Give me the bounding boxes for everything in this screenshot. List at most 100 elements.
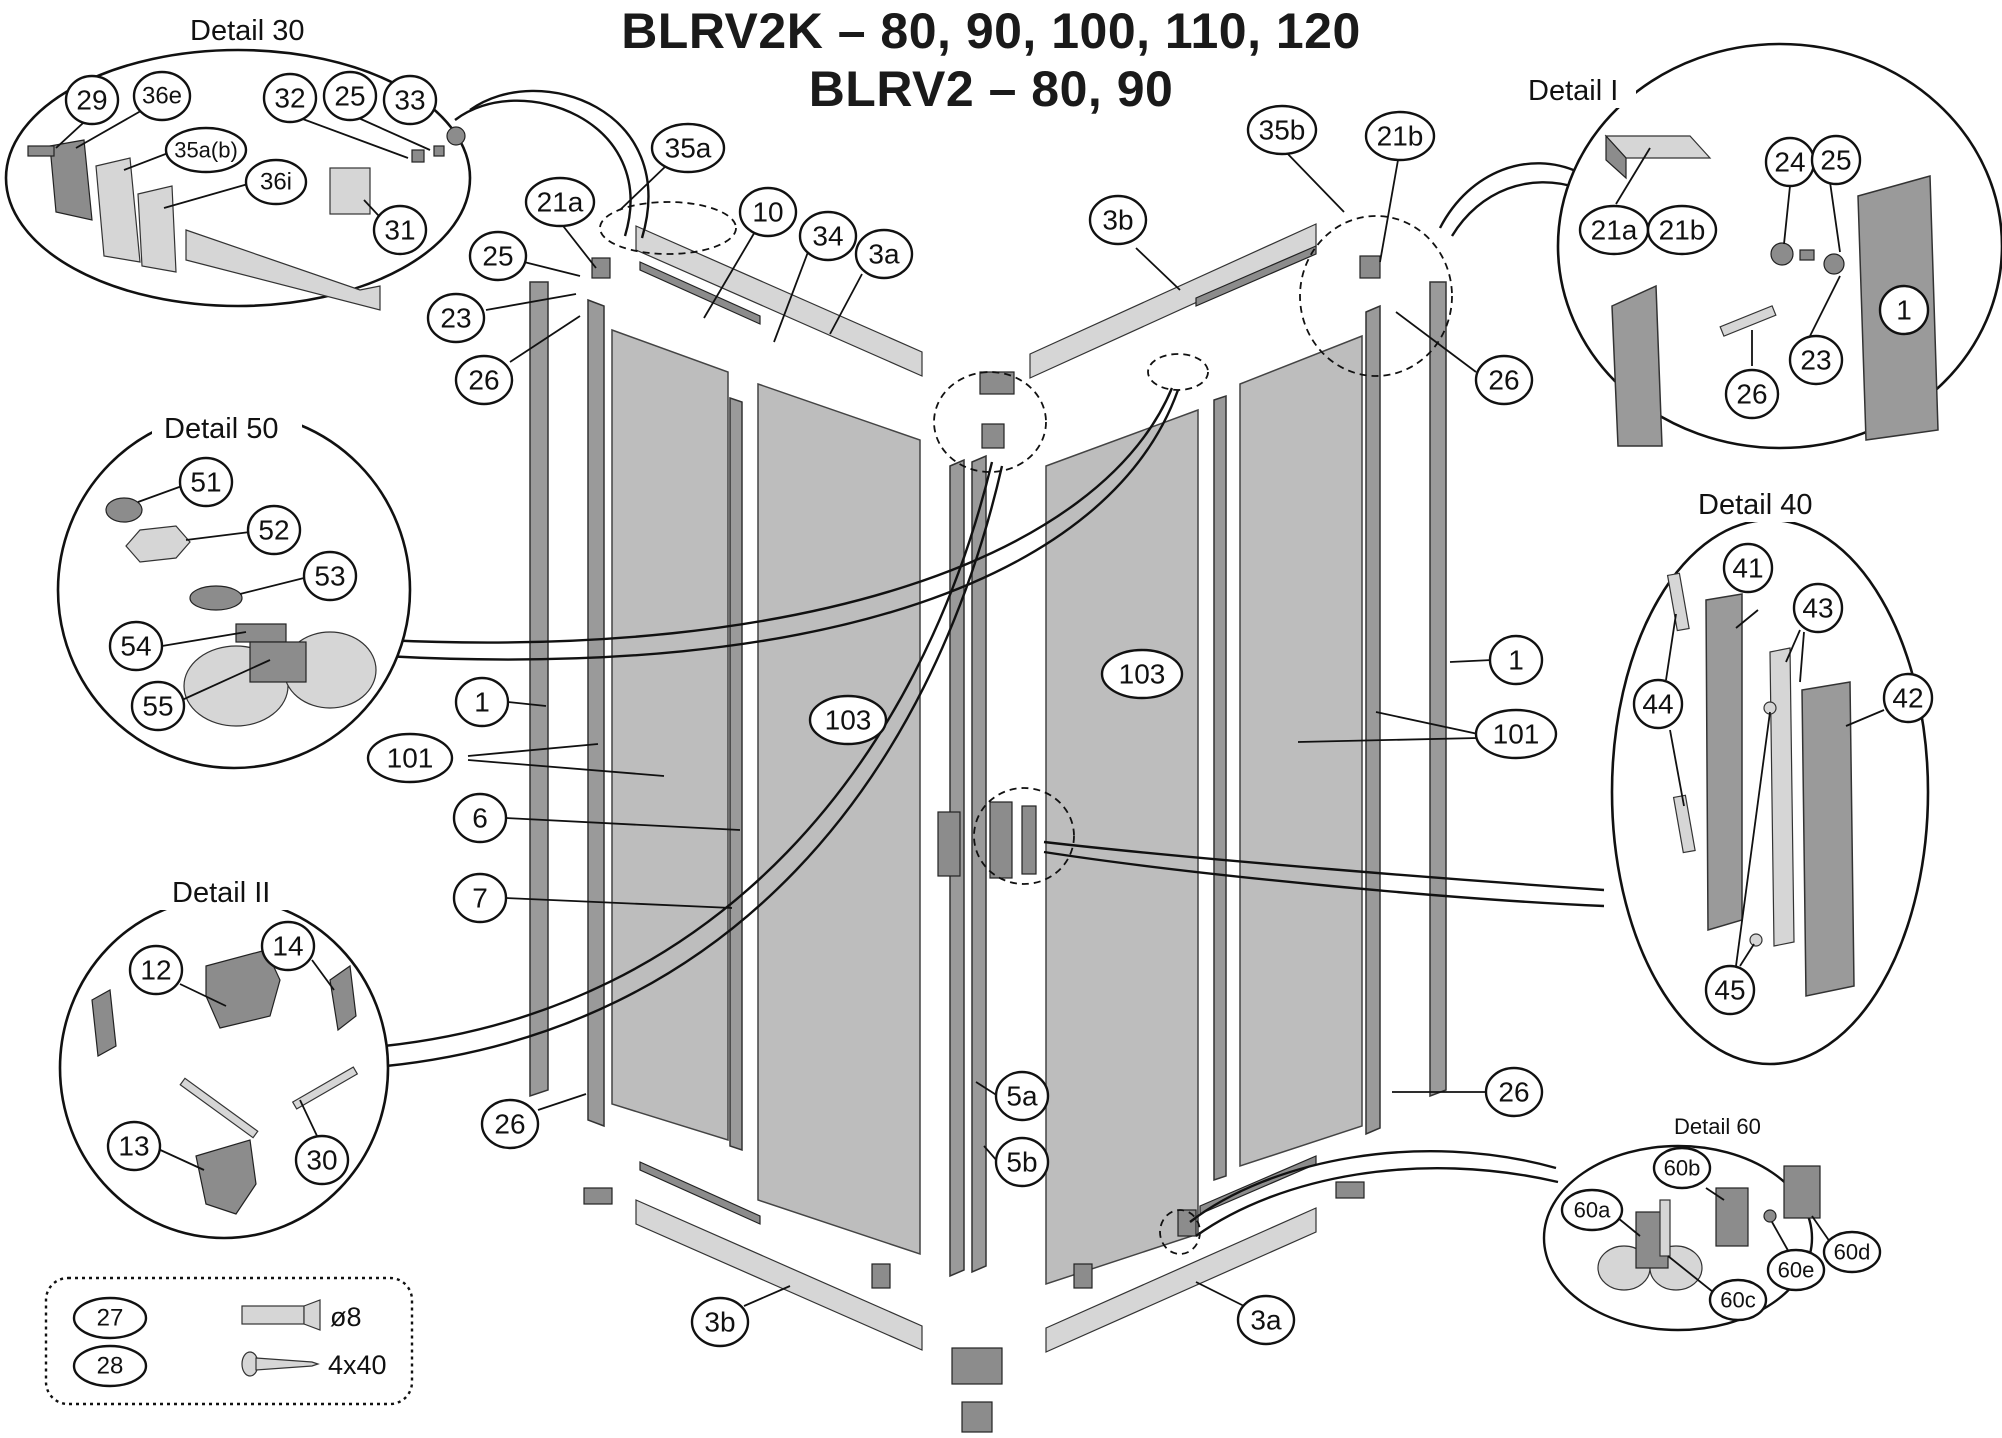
callout-number: 12 bbox=[140, 955, 171, 986]
leader-101-left-b bbox=[467, 759, 665, 777]
leader-lines bbox=[55, 99, 1885, 1307]
right-sliding-door-103 bbox=[1045, 408, 1199, 1286]
leader-1-right bbox=[1449, 659, 1493, 663]
detail50-bearing-51 bbox=[105, 497, 143, 523]
leader-13 bbox=[155, 1147, 205, 1171]
detail40-screw-44-bottom bbox=[1672, 794, 1696, 854]
leader-1-left bbox=[507, 701, 547, 707]
callout-60c: 60c bbox=[1708, 1278, 1768, 1322]
callout-35a: 35a bbox=[650, 122, 726, 174]
callout-bubble bbox=[246, 504, 302, 556]
callout-21b-detail: 21b bbox=[1646, 204, 1718, 256]
detail40-title-bg bbox=[1686, 482, 1848, 522]
callout-number: 21a bbox=[1591, 215, 1638, 246]
callout-number: 34 bbox=[812, 221, 843, 252]
detail60-plate-60d bbox=[1783, 1165, 1821, 1219]
bottom-end-cap-right bbox=[1335, 1181, 1365, 1199]
callout-bubble bbox=[64, 74, 120, 126]
callout-1-left: 1 bbox=[454, 676, 510, 728]
leader-101-left-a bbox=[467, 743, 599, 757]
detail60-title: Detail 60 bbox=[1674, 1114, 1761, 1139]
detail1-title: Detail I bbox=[1528, 75, 1618, 107]
callout-bubble bbox=[178, 456, 234, 508]
callout-bubble bbox=[738, 186, 798, 238]
callout-number: 21b bbox=[1659, 215, 1706, 246]
detail40-connector-b bbox=[1043, 850, 1605, 908]
detail1-cap-side bbox=[1605, 134, 1627, 180]
callout-bubble bbox=[72, 1296, 148, 1340]
callout-number: 14 bbox=[272, 931, 303, 962]
leader-60a bbox=[1617, 1217, 1641, 1237]
callout-bubble bbox=[322, 70, 378, 122]
detail40-title: Detail 40 bbox=[1698, 489, 1812, 521]
detail40-panel: Detail 40 bbox=[1610, 482, 1930, 1066]
callout-26e: 26 bbox=[1484, 1066, 1544, 1118]
callout-number: 24 bbox=[1774, 147, 1805, 178]
detail60-block-60b bbox=[1715, 1187, 1749, 1247]
callout-bubble bbox=[72, 1344, 148, 1388]
callout-number: 36e bbox=[142, 83, 182, 110]
callout-bubble bbox=[1766, 1248, 1826, 1292]
leader-34 bbox=[773, 251, 809, 343]
callout-number: 23 bbox=[440, 303, 471, 334]
callout-number: 26 bbox=[1498, 1077, 1529, 1108]
detail30-screw-25 bbox=[433, 145, 445, 157]
callout-number: 21b bbox=[1377, 121, 1424, 152]
callout-bubble bbox=[1646, 204, 1718, 256]
callout-number: 60e bbox=[1778, 1258, 1815, 1283]
top-rail-3a bbox=[635, 225, 923, 377]
detail30-bracket-36e bbox=[49, 139, 93, 221]
callout-35b: 35b bbox=[1246, 104, 1318, 156]
callout-33: 33 bbox=[382, 74, 438, 126]
detail30-rail bbox=[185, 229, 381, 311]
leader-26b bbox=[1395, 311, 1477, 373]
bottom-corner-connector bbox=[951, 1347, 1003, 1385]
callout-35ab: 35a(b) bbox=[164, 126, 248, 174]
callout-101-right: 101 bbox=[1474, 708, 1558, 760]
callout-number: 55 bbox=[142, 691, 173, 722]
detail50-washer-53 bbox=[189, 585, 243, 611]
detail60-title-bg bbox=[1662, 1110, 1782, 1140]
callout-bubble bbox=[260, 920, 316, 972]
detail2-connector-a bbox=[383, 461, 994, 1048]
detail30-nut-33 bbox=[446, 126, 466, 146]
shower-enclosure-assembly bbox=[529, 223, 1447, 1433]
leader-101-right-b bbox=[1297, 737, 1479, 743]
leader-60e bbox=[1771, 1221, 1791, 1255]
leader-14 bbox=[311, 959, 335, 991]
callout-bubble bbox=[106, 1120, 162, 1172]
detail50-panel: Detail 50 bbox=[56, 408, 412, 770]
top-end-cap-left bbox=[591, 257, 611, 279]
callout-bubble bbox=[994, 1070, 1050, 1122]
callout-41: 41 bbox=[1722, 542, 1774, 594]
detail2-clip-left bbox=[91, 989, 117, 1057]
detail50-connector-b bbox=[383, 389, 1180, 661]
detail2-panel: Detail II bbox=[58, 872, 390, 1240]
top-rail-seal-10 bbox=[639, 261, 761, 325]
callout-number: 35a bbox=[665, 133, 712, 164]
leader-45-b bbox=[1739, 943, 1755, 967]
callout-number: 35b bbox=[1259, 115, 1306, 146]
callout-34: 34 bbox=[798, 210, 858, 262]
detail2-screw-30 bbox=[291, 1066, 359, 1110]
detail60-connector-a bbox=[1189, 1149, 1557, 1223]
detail40-handle-41 bbox=[1705, 593, 1743, 932]
leader-26a bbox=[509, 315, 581, 363]
leader-44-b bbox=[1669, 729, 1685, 807]
callout-number: 35a(b) bbox=[174, 138, 238, 163]
callout-number: 103 bbox=[825, 705, 872, 736]
callout-number: 10 bbox=[752, 197, 783, 228]
detail40-screw-44-top bbox=[1666, 572, 1690, 632]
callout-number: 36i bbox=[260, 169, 292, 196]
callout-number: 25 bbox=[334, 81, 365, 112]
right-seal-profile bbox=[1213, 394, 1227, 1182]
bottom-guide-left bbox=[871, 1263, 891, 1289]
left-fixed-glass-101 bbox=[611, 328, 729, 1142]
detail30-marker bbox=[599, 201, 737, 255]
screw-shank bbox=[255, 1357, 320, 1371]
callout-number: 60c bbox=[1720, 1288, 1755, 1313]
detail50-marker bbox=[1147, 353, 1209, 391]
callout-36e: 36e bbox=[132, 70, 192, 122]
callout-number: 25 bbox=[482, 241, 513, 272]
